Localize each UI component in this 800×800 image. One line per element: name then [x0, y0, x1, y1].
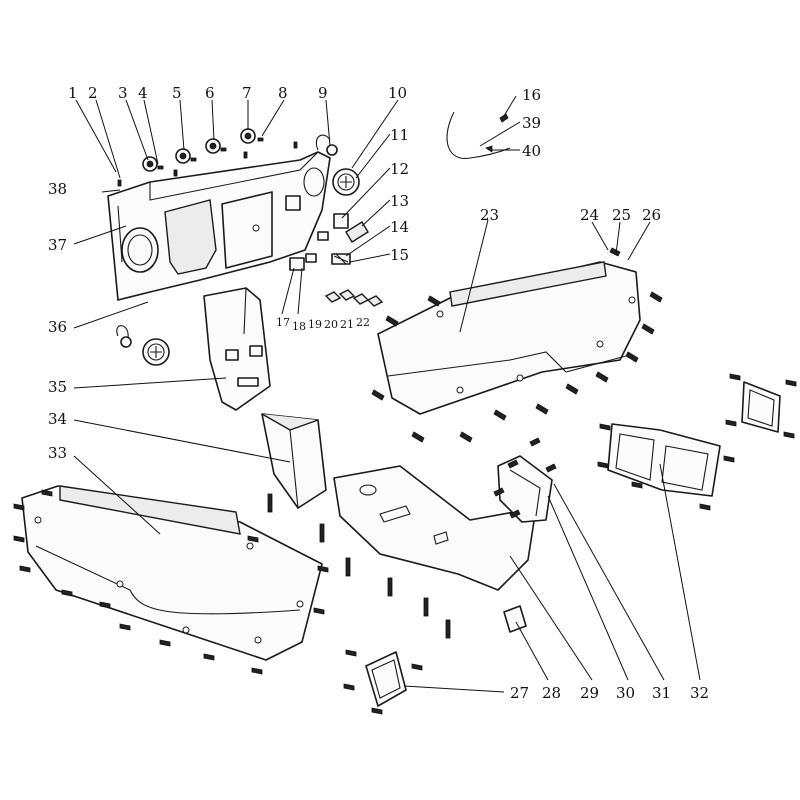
access-plates-right: [607, 381, 781, 497]
callout-24: 24: [580, 206, 599, 224]
callout-3: 3: [118, 84, 128, 102]
callout-29: 29: [580, 684, 599, 702]
callout-39: 39: [522, 114, 541, 132]
throttle-cable: [446, 111, 511, 159]
callout-7: 7: [242, 84, 252, 102]
callout-4: 4: [138, 84, 148, 102]
callout-17: 17: [276, 316, 290, 329]
callout-15: 15: [390, 246, 409, 264]
callout-36: 36: [48, 318, 67, 336]
callout-5: 5: [172, 84, 182, 102]
callout-18: 18: [292, 320, 306, 333]
gear-boot: [497, 455, 553, 523]
callout-9: 9: [318, 84, 328, 102]
callout-27: 27: [510, 684, 529, 702]
floor-tunnel: [333, 465, 537, 591]
callout-30: 30: [616, 684, 635, 702]
callout-1: 1: [68, 84, 78, 102]
callout-37: 37: [48, 236, 67, 254]
callout-10: 10: [388, 84, 407, 102]
callout-25: 25: [612, 206, 631, 224]
dashboard-panel: [107, 151, 331, 301]
callout-33: 33: [48, 444, 67, 462]
right-side-panel: [377, 261, 641, 415]
callout-21: 21: [340, 318, 354, 331]
callout-2: 2: [88, 84, 98, 102]
callout-38: 38: [48, 180, 67, 198]
speaker-left: [116, 325, 170, 366]
callout-6: 6: [205, 84, 215, 102]
callout-28: 28: [542, 684, 561, 702]
callout-20: 20: [324, 318, 338, 331]
gauge-cluster: [117, 128, 298, 187]
access-plate-lower: [365, 651, 407, 707]
callout-31: 31: [652, 684, 671, 702]
tunnel-cap: [503, 605, 527, 633]
callout-13: 13: [390, 192, 409, 210]
callout-40: 40: [522, 142, 541, 160]
callout-labels: 1 2 3 4 5 6 7 8 9 10 11 12 13 14 15 16 1…: [48, 84, 709, 702]
center-console-panel: [203, 287, 271, 411]
callout-14: 14: [390, 218, 409, 236]
callout-32: 32: [690, 684, 709, 702]
callout-34: 34: [48, 410, 67, 428]
left-side-panel: [21, 485, 323, 661]
fasteners: [13, 247, 797, 715]
callout-19: 19: [308, 318, 322, 331]
knob-row: [324, 289, 384, 307]
callout-23: 23: [480, 206, 499, 224]
speaker-right: [315, 134, 360, 196]
callout-26: 26: [642, 206, 661, 224]
callout-22: 22: [356, 316, 370, 329]
callout-35: 35: [48, 378, 67, 396]
leader-lines: [73, 95, 701, 693]
storage-bin: [261, 413, 327, 509]
switch-group: [289, 213, 369, 271]
callout-12: 12: [390, 160, 409, 178]
callout-8: 8: [278, 84, 288, 102]
callout-11: 11: [390, 126, 409, 144]
callout-16: 16: [522, 86, 541, 104]
